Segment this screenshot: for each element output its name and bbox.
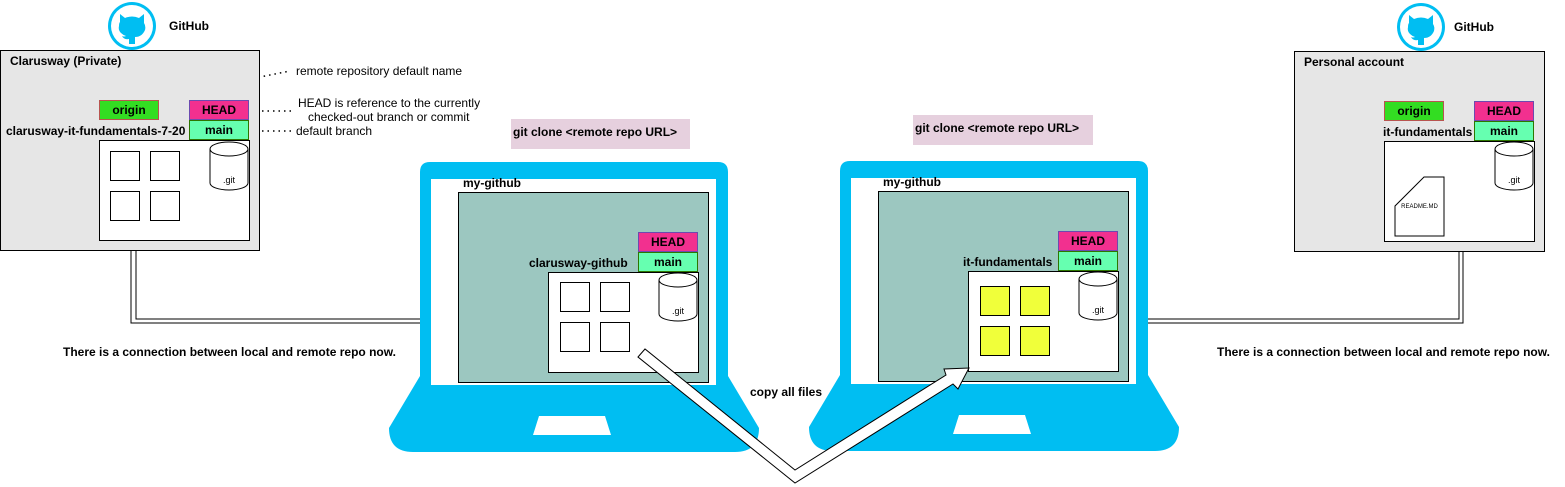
right-laptop-repo-name: it-fundamentals [963,255,1053,269]
left-remote-title: Clarusway (Private) [10,54,122,68]
left-clone-command: git clone <remote repo URL> [511,119,690,149]
copied-file-square [1020,326,1050,356]
copied-file-square [980,326,1010,356]
head-annotation-line1: HEAD is reference to the currently [298,96,481,110]
left-clone-command-text: git clone <remote repo URL> [513,125,678,139]
left-laptop-main-tag: main [638,252,698,272]
right-main-tag: main [1474,121,1534,141]
database-cylinder-icon: .git [1494,141,1534,191]
left-connection-line [130,251,459,324]
file-square [150,191,180,221]
right-clone-command: git clone <remote repo URL> [913,115,1093,145]
left-main-tag: main [189,120,249,140]
file-square [600,282,630,312]
right-head-tag: HEAD [1474,101,1534,121]
file-square [560,322,590,352]
right-laptop-head-tag: HEAD [1058,231,1118,251]
copy-label: copy all files [750,385,823,399]
git-label: .git [1507,175,1520,185]
left-origin-tag: origin [99,100,159,120]
right-remote-title: Personal account [1304,55,1405,69]
left-laptop-repo-name: clarusway-github [529,256,628,270]
right-github-icon [1397,3,1445,51]
left-github-icon [108,2,156,50]
git-label: .git [671,306,684,316]
database-cylinder-icon: .git [658,272,698,322]
head-annotation-line2: checked-out branch or commit [308,110,470,124]
file-square [110,151,140,181]
origin-annotation: remote repository default name [296,64,463,78]
right-laptop-folder: my-github [883,175,941,189]
database-cylinder-icon: .git [1078,271,1118,321]
left-laptop-folder: my-github [463,176,521,190]
right-github-label: GitHub [1454,20,1494,34]
right-origin-tag: origin [1384,101,1444,121]
left-github-label: GitHub [169,19,209,33]
left-connection-text: There is a connection between local and … [63,345,396,359]
main-annotation: default branch [296,124,373,138]
database-cylinder-icon: .git [209,141,249,191]
copied-file-square [980,286,1010,316]
right-connection-text: There is a connection between local and … [1217,345,1550,359]
right-laptop-main-tag: main [1058,251,1118,271]
file-square [600,322,630,352]
document-icon: README.MD [1394,176,1445,237]
right-connection-line [1128,241,1464,324]
readme-label: README.MD [1401,204,1438,210]
git-label: .git [222,175,235,185]
file-square [560,282,590,312]
left-remote-repo-name: clarusway-it-fundamentals-7-20 [6,124,186,138]
copied-file-square [1020,286,1050,316]
file-square [110,191,140,221]
left-laptop-head-tag: HEAD [638,232,698,252]
right-remote-repo-name: it-fundamentals [1383,125,1473,139]
right-clone-command-text: git clone <remote repo URL> [915,121,1080,135]
git-label: .git [1091,305,1104,315]
left-head-tag: HEAD [189,100,249,120]
file-square [150,151,180,181]
